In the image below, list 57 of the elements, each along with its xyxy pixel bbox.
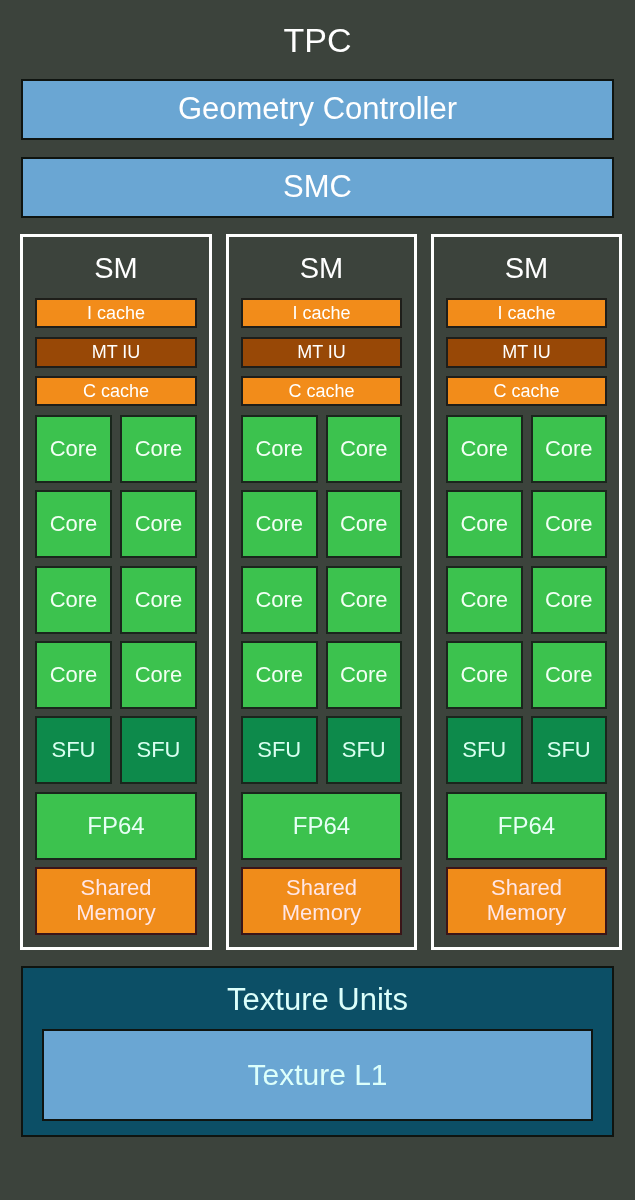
sm-label: SM — [299, 251, 344, 286]
sm-label: SM — [504, 251, 549, 286]
sfu-block: SFU — [325, 716, 402, 784]
core-block: Core — [35, 641, 112, 709]
sm-label: SM — [94, 251, 138, 286]
sm-panel — [20, 234, 212, 950]
core-block: Core — [446, 566, 523, 634]
cache-block: C cache — [241, 376, 402, 406]
sfu-block: SFU — [120, 716, 197, 784]
panel-title: TPC — [283, 20, 352, 61]
core-block: Core — [446, 641, 523, 709]
sfu-block: SFU — [241, 716, 318, 784]
panel-label: Texture Units — [227, 981, 408, 1019]
core-block: Core — [325, 415, 402, 483]
shared-memory-block: Shared Memory — [35, 867, 197, 935]
core-block: Core — [241, 641, 318, 709]
core-block: Core — [530, 490, 607, 558]
core-block: Core — [241, 415, 318, 483]
texture-cache-block: Texture L1 — [42, 1029, 593, 1121]
core-block: Core — [446, 415, 523, 483]
core-block: Core — [241, 566, 318, 634]
sm-panel — [431, 234, 622, 950]
core-block: Core — [530, 566, 607, 634]
core-block: Core — [325, 641, 402, 709]
core-block: Core — [35, 490, 112, 558]
cache-block: C cache — [446, 376, 607, 406]
shared-memory-block: Shared Memory — [446, 867, 607, 935]
core-block: Core — [120, 566, 197, 634]
core-block: Core — [120, 490, 197, 558]
core-block: Core — [325, 566, 402, 634]
cache-block: I cache — [35, 298, 197, 328]
sfu-block: SFU — [530, 716, 607, 784]
fp64-block: FP64 — [35, 792, 197, 860]
cache-block: I cache — [446, 298, 607, 328]
core-block: Core — [325, 490, 402, 558]
issue-unit-block: MT IU — [35, 337, 197, 368]
core-block: Core — [241, 490, 318, 558]
sm-panel — [226, 234, 417, 950]
fp64-block: FP64 — [241, 792, 402, 860]
issue-unit-block: MT IU — [446, 337, 607, 368]
core-block: Core — [530, 415, 607, 483]
sfu-block: SFU — [446, 716, 523, 784]
controller-bar: Geometry Controller — [21, 79, 614, 140]
sfu-block: SFU — [35, 716, 112, 784]
core-block: Core — [120, 415, 197, 483]
texture-units-panel — [21, 966, 614, 1137]
shared-memory-block: Shared Memory — [241, 867, 402, 935]
issue-unit-block: MT IU — [241, 337, 402, 368]
fp64-block: FP64 — [446, 792, 607, 860]
core-block: Core — [530, 641, 607, 709]
core-block: Core — [446, 490, 523, 558]
core-block: Core — [35, 566, 112, 634]
core-block: Core — [120, 641, 197, 709]
cache-block: C cache — [35, 376, 197, 406]
cache-block: I cache — [241, 298, 402, 328]
core-block: Core — [35, 415, 112, 483]
controller-bar: SMC — [21, 157, 614, 218]
